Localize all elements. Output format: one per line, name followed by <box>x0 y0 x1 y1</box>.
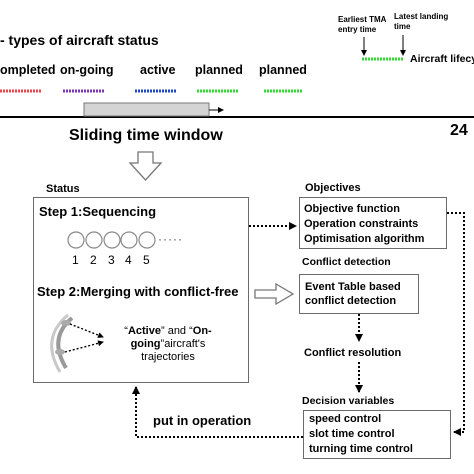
status-types-title: - types of aircraft status <box>0 32 159 48</box>
decision-variables-box <box>303 410 451 459</box>
trajectory-point-1 <box>61 320 71 326</box>
step1-label: Step 1:Sequencing <box>39 204 157 219</box>
objectives-heading: Objectives <box>305 182 361 194</box>
objectives-box <box>299 197 447 249</box>
earliest-tma-label: Earliest TMA entry time <box>338 15 387 34</box>
hollow-down-arrow <box>128 151 163 181</box>
sequence-circle-2 <box>85 231 103 249</box>
trajectory-icon <box>50 313 104 373</box>
objective-item-3: Optimisation algorithm <box>304 233 425 245</box>
status-label-planned-2: planned <box>259 63 307 77</box>
open-quote-2: “ <box>189 325 193 337</box>
sequence-number-1: 1 <box>72 253 79 267</box>
status-panel <box>33 197 249 383</box>
put-in-operation-arrow <box>132 386 303 438</box>
status-label-active: active <box>140 63 176 77</box>
decision-item-2: slot time control <box>309 428 395 440</box>
sequence-dots: ····· <box>158 232 183 246</box>
active-word: Active <box>127 325 161 337</box>
decision-item-1: speed control <box>309 413 382 425</box>
sliding-window-label: Sliding time window <box>69 127 223 144</box>
trajectories-rest: aircraft's trajectories <box>141 338 206 363</box>
close-quote-1: ” <box>160 325 165 337</box>
latest-landing-label: Latest landing time <box>394 12 449 31</box>
conflict-resolution-label: Conflict resolution <box>304 347 402 359</box>
ongoing-word: On-going <box>130 325 212 350</box>
conflict-detection-body: Event Table based conflict detection <box>305 281 401 307</box>
conflict-detection-box <box>299 274 419 314</box>
aircraft-lifecycle-label: Aircraft lifecy <box>410 53 474 65</box>
and-word: and <box>164 325 190 337</box>
objective-item-1: Objective function <box>304 203 400 215</box>
decision-item-3: turning time control <box>309 443 413 455</box>
trajectory-arrow-2 <box>64 340 104 353</box>
sequence-number-3: 3 <box>108 253 115 267</box>
sequence-circle-3 <box>103 231 121 249</box>
sequence-number-5: 5 <box>143 253 150 267</box>
status-label-completed: ompleted <box>0 63 56 77</box>
sequence-circle-4 <box>120 231 138 249</box>
trajectories-caption: “Active” and “On-going”aircraft's trajec… <box>116 325 220 364</box>
sequence-number-2: 2 <box>90 253 97 267</box>
trajectory-point-2 <box>55 349 65 355</box>
put-in-operation-label: put in operation <box>153 413 252 428</box>
status-label-planned-1: planned <box>195 63 243 77</box>
trajectory-arrow-1 <box>69 323 104 338</box>
status-heading: Status <box>46 183 80 195</box>
sequence-circles <box>67 231 156 249</box>
open-quote: “ <box>124 325 128 337</box>
objectives-to-decision-arrow <box>447 212 465 436</box>
sequence-circle-5 <box>138 231 156 249</box>
page-number: 24 <box>450 122 468 139</box>
sliding-window-bar <box>83 102 210 117</box>
status-label-ongoing: on-going <box>60 63 114 77</box>
conflict-detection-heading: Conflict detection <box>302 256 391 268</box>
decision-variables-heading: Decision variables <box>302 395 395 407</box>
objective-item-2: Operation constraints <box>304 218 419 230</box>
hollow-right-arrow <box>254 282 295 306</box>
close-quote-2: ” <box>160 338 165 350</box>
trajectory-arc-2 <box>50 313 69 373</box>
sequence-circle-1 <box>67 231 85 249</box>
step2-label: Step 2:Merging with conflict-free <box>37 284 239 299</box>
sequence-number-4: 4 <box>125 253 132 267</box>
